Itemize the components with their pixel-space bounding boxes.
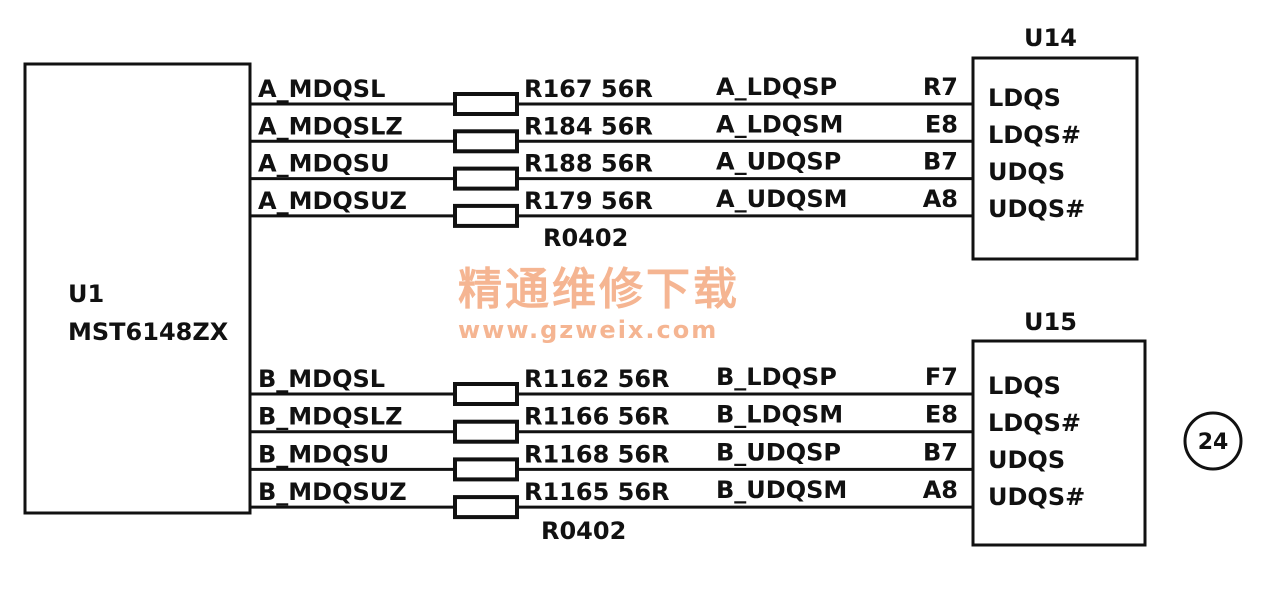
u15-chip-box <box>971 339 1147 547</box>
net-name-right-b-3: B_UDQSP <box>716 438 841 466</box>
port-name-a-1: LDQS <box>988 84 1061 112</box>
pin-number-b-3: B7 <box>923 438 958 466</box>
resistor-a-1 <box>453 92 519 116</box>
port-name-b-1: LDQS <box>988 372 1061 400</box>
net-name-right-b-1: B_LDQSP <box>716 363 837 391</box>
port-name-b-4: UDQS# <box>988 483 1085 511</box>
resistor-label-a-3: R188 56R <box>524 150 653 178</box>
net-name-left-a-3: A_MDQSU <box>258 150 390 178</box>
net-name-right-a-2: A_LDQSM <box>716 110 843 138</box>
resistor-label-b-2: R1166 56R <box>524 403 670 431</box>
net-name-left-a-1: A_MDQSL <box>258 75 385 103</box>
resistor-label-b-3: R1168 56R <box>524 440 670 468</box>
net-name-right-b-2: B_LDQSM <box>716 401 843 429</box>
net-name-right-b-4: B_UDQSM <box>716 476 847 504</box>
resistor-a-3 <box>453 166 519 191</box>
u1-ref-label: U1 <box>68 280 104 308</box>
port-name-a-4: UDQS# <box>988 195 1085 223</box>
pin-number-b-4: A8 <box>923 476 958 504</box>
port-name-b-3: UDQS <box>988 446 1065 474</box>
u14-ref-label: U14 <box>1024 24 1077 52</box>
package-label-b: R0402 <box>541 517 626 545</box>
watermark-url: www.gzweix.com <box>458 316 718 344</box>
net-name-left-a-4: A_MDQSUZ <box>258 187 407 215</box>
net-name-right-a-1: A_LDQSP <box>716 73 837 101</box>
resistor-b-1 <box>453 382 519 406</box>
resistor-label-a-1: R167 56R <box>524 75 653 103</box>
pin-number-a-3: B7 <box>923 148 958 176</box>
pin-number-a-4: A8 <box>923 185 958 213</box>
pin-number-a-1: R7 <box>923 73 958 101</box>
net-name-right-a-4: A_UDQSM <box>716 185 848 213</box>
resistor-label-b-4: R1165 56R <box>524 478 670 506</box>
resistor-label-a-2: R184 56R <box>524 112 653 140</box>
pin-number-a-2: E8 <box>925 110 958 138</box>
package-label-a: R0402 <box>543 224 628 252</box>
pin-number-b-1: F7 <box>925 363 958 391</box>
resistor-label-b-1: R1162 56R <box>524 365 670 393</box>
port-name-b-2: LDQS# <box>988 409 1081 437</box>
net-name-left-b-3: B_MDQSU <box>258 440 389 468</box>
u1-part-label: MST6148ZX <box>68 318 229 346</box>
net-name-left-b-1: B_MDQSL <box>258 365 385 393</box>
pin-number-b-2: E8 <box>925 401 958 429</box>
net-name-left-b-4: B_MDQSUZ <box>258 478 407 506</box>
net-name-left-b-2: B_MDQSLZ <box>258 403 402 431</box>
u15-ref-label: U15 <box>1024 308 1077 336</box>
resistor-label-a-4: R179 56R <box>524 187 653 215</box>
resistor-b-3 <box>453 457 519 482</box>
figure-number-label: 24 <box>1198 430 1229 455</box>
resistor-a-4 <box>453 203 519 228</box>
net-name-right-a-3: A_UDQSP <box>716 148 841 176</box>
resistor-b-4 <box>453 495 519 520</box>
watermark-text: 精通维修下载 <box>458 264 740 315</box>
u1-chip-box <box>23 62 252 515</box>
port-name-a-2: LDQS# <box>988 121 1081 149</box>
net-name-left-a-2: A_MDQSLZ <box>258 112 403 140</box>
resistor-a-2 <box>453 129 519 154</box>
figure-number-circle <box>1183 411 1243 471</box>
resistor-b-2 <box>453 419 519 444</box>
u14-chip-box <box>971 56 1139 261</box>
port-name-a-3: UDQS <box>988 158 1065 186</box>
